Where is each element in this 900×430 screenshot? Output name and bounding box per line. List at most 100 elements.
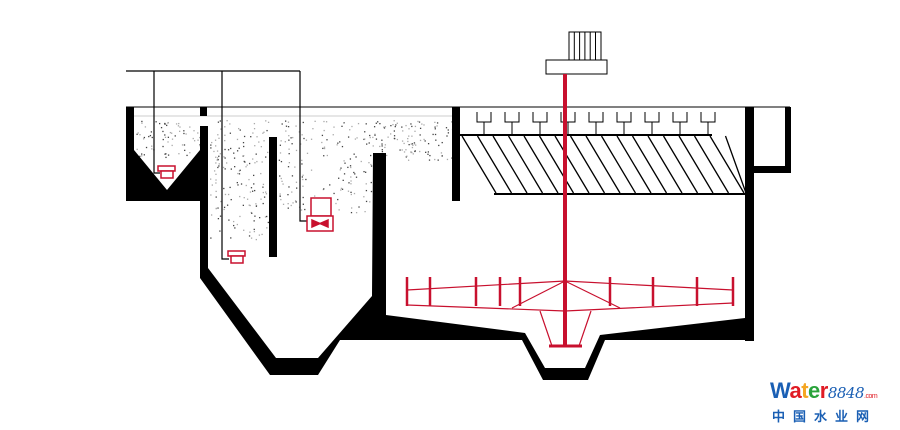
floc-particle (379, 122, 381, 125)
floc-particle (236, 138, 239, 141)
floc-particle (262, 186, 264, 188)
floc-particle (224, 148, 226, 151)
floc-particle (363, 138, 365, 141)
floc-particle (266, 129, 268, 132)
floc-particle (440, 152, 443, 154)
floc-particle (284, 141, 286, 143)
lamella-plate (554, 135, 590, 194)
floc-particle (401, 140, 404, 142)
floc-particle (405, 156, 407, 158)
floc-particle (405, 149, 407, 151)
floc-particle (178, 153, 180, 155)
floc-particle (323, 155, 325, 157)
floc-particle (350, 176, 352, 178)
weir (616, 112, 632, 123)
floc-particle (252, 132, 254, 134)
floc-particle (306, 152, 309, 154)
floc-particle (356, 137, 358, 139)
floc-particle (351, 125, 353, 128)
logo-letter: a (789, 378, 802, 403)
floc-particle (226, 120, 228, 122)
floc-particle (214, 139, 217, 141)
floc-particle (399, 149, 401, 151)
floc-particle (229, 186, 231, 189)
floc-particle (162, 145, 164, 148)
floc-particle (295, 181, 298, 183)
floc-particle (288, 139, 290, 141)
floc-particle (381, 150, 384, 153)
lamella-plate (569, 135, 606, 194)
floc-particle (370, 190, 373, 193)
floc-particle (169, 131, 172, 134)
floc-particle (210, 214, 213, 216)
floc-particle (302, 185, 304, 187)
floc-particle (171, 144, 173, 147)
floc-particle (381, 149, 383, 151)
floc-particle (390, 124, 392, 127)
floc-particle (242, 204, 244, 207)
floc-particle (253, 174, 255, 177)
floc-particle (353, 153, 355, 155)
floc-particle (341, 188, 344, 190)
floc-particle (368, 162, 370, 164)
floc-particle (160, 126, 163, 129)
floc-particle (217, 217, 220, 220)
floc-particle (414, 125, 417, 128)
floc-particle (189, 126, 191, 128)
floc-particle (143, 136, 146, 139)
floc-particle (434, 128, 436, 130)
floc-particle (279, 175, 281, 177)
floc-particle (223, 156, 225, 158)
floc-particle (224, 157, 226, 159)
floc-particle (219, 153, 222, 155)
floc-particle (411, 143, 413, 145)
floc-particle (262, 132, 264, 134)
floc-particle (164, 136, 167, 138)
floc-particle (353, 192, 356, 195)
floc-particle (374, 133, 376, 135)
logo-letter: t (801, 378, 809, 403)
floc-particle (298, 131, 301, 133)
weir (504, 112, 520, 123)
floc-particle (233, 152, 235, 154)
floc-particle (288, 153, 290, 155)
floc-particle (369, 136, 371, 139)
floc-particle (239, 215, 241, 218)
floc-particle (364, 210, 366, 213)
floc-particle (350, 183, 352, 185)
floc-particle (216, 157, 219, 159)
floc-particle (445, 127, 448, 129)
floc-particle (342, 179, 344, 181)
floc-particle (410, 143, 412, 145)
floc-particle (350, 166, 352, 169)
floc-particle (184, 149, 186, 152)
flocculator (310, 197, 332, 217)
floc-particle (245, 184, 247, 187)
floc-particle (141, 153, 143, 155)
logo-number: 8848 (827, 384, 865, 402)
floc-particle (434, 133, 437, 136)
floc-particle (405, 124, 407, 127)
floc-particle (363, 170, 365, 173)
floc-particle (387, 136, 389, 138)
floc-particle (372, 145, 374, 147)
floc-particle (219, 120, 221, 122)
floc-particle (300, 209, 303, 211)
floc-particle (292, 136, 294, 139)
floc-particle (178, 122, 180, 125)
floc-particle (259, 216, 261, 219)
floc-particle (243, 197, 245, 199)
floc-particle (390, 133, 392, 135)
floc-particle (279, 193, 281, 195)
floc-particle (137, 132, 139, 134)
floc-particle (256, 160, 258, 163)
floc-particle (145, 146, 148, 149)
floc-particle (353, 171, 355, 174)
floc-particle (287, 121, 290, 123)
floc-particle (226, 162, 228, 164)
floc-particle (417, 120, 419, 123)
lamella-plate (647, 135, 683, 194)
floc-particle (181, 144, 184, 146)
floc-particle (216, 159, 218, 161)
floc-particle (265, 120, 267, 122)
